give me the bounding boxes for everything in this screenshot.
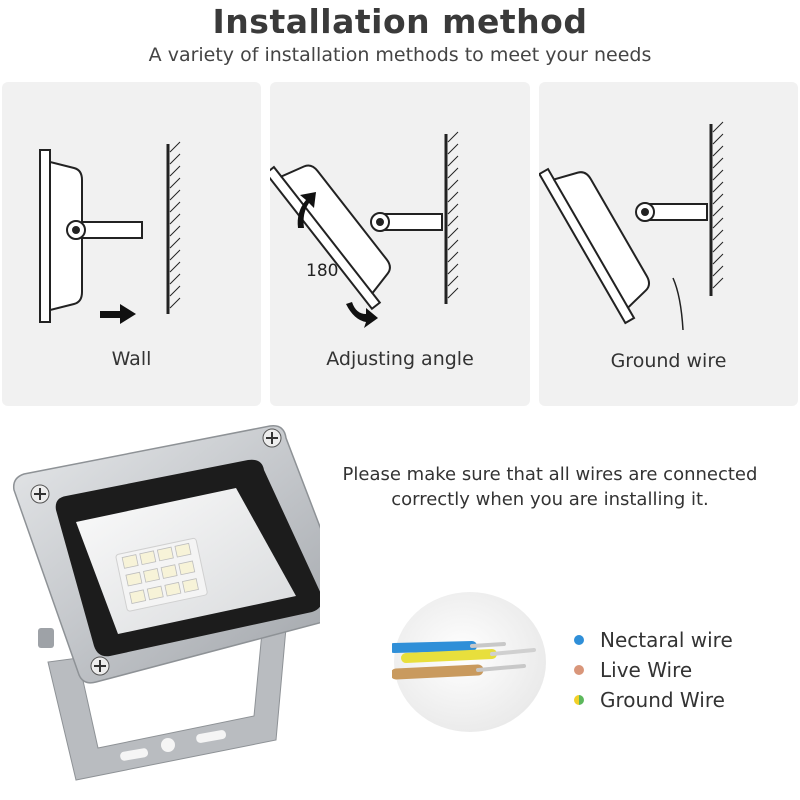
- angle-value-text: 180: [306, 261, 338, 281]
- installation-notice: Please make sure that all wires are conn…: [320, 462, 780, 512]
- rotate-down-arrow-icon: [346, 302, 378, 328]
- method-panel-adjusting-angle: 180 Adjusting angle: [270, 82, 530, 406]
- legend-item-nectaral-wire: Nectaral wire: [574, 625, 733, 655]
- legend-label: Nectaral wire: [600, 628, 733, 652]
- method-label-ground-wire: Ground wire: [610, 350, 727, 372]
- legend-label: Live Wire: [600, 658, 693, 682]
- page-subtitle: A variety of installation methods to mee…: [148, 44, 652, 66]
- screw-icon: [30, 428, 282, 676]
- blue-dot-icon: [574, 635, 584, 645]
- floodlight-product-image: [12, 425, 320, 781]
- wall-mount-diagram: [39, 141, 181, 324]
- method-label-wall: Wall: [111, 348, 152, 370]
- ground-wire-diagram: [539, 121, 724, 331]
- adjusting-angle-diagram: 180: [270, 131, 459, 328]
- arrow-right-icon: [100, 304, 136, 324]
- legend-item-ground-wire: Ground Wire: [574, 685, 733, 715]
- method-panel-wall: Wall: [2, 82, 261, 406]
- brown-dot-icon: [574, 665, 584, 675]
- notice-line-1: Please make sure that all wires are conn…: [342, 464, 758, 485]
- notice-line-2: correctly when you are installing it.: [391, 489, 709, 510]
- method-label-adjusting-angle: Adjusting angle: [326, 348, 474, 370]
- legend-label: Ground Wire: [600, 688, 725, 712]
- rotate-up-arrow-icon: [297, 192, 316, 228]
- wires-image: [392, 592, 546, 732]
- yellow-green-dot-icon: [574, 695, 584, 705]
- legend-item-live-wire: Live Wire: [574, 655, 733, 685]
- wire-legend: Nectaral wire Live Wire Ground Wire: [574, 625, 733, 715]
- method-panel-ground-wire: Ground wire: [539, 82, 798, 406]
- page-title: Installation method: [212, 2, 588, 41]
